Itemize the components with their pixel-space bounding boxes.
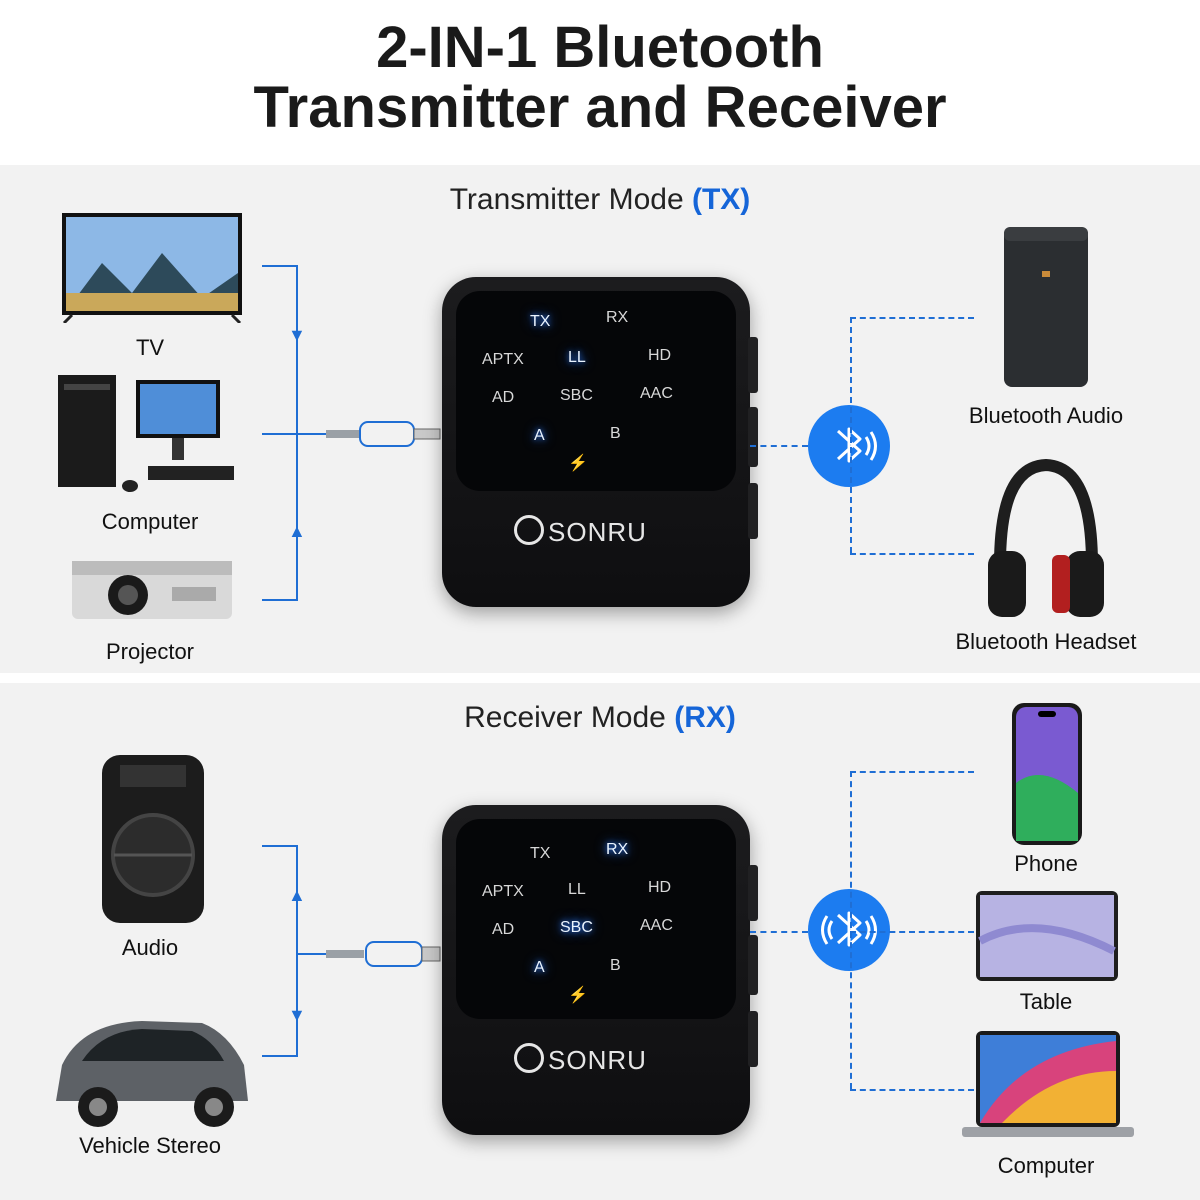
- title-line-2: Transmitter and Receiver: [253, 75, 947, 140]
- dash-to-laptop: [850, 1089, 974, 1091]
- ind-aac: AAC: [640, 385, 673, 402]
- dash-device-to-bt: [750, 445, 808, 447]
- brand-logo-icon: [514, 515, 544, 545]
- volume-down-button[interactable]: [748, 483, 758, 539]
- volume-up-button[interactable]: [748, 337, 758, 393]
- ind-rx: RX: [606, 309, 629, 326]
- headphones-icon: [986, 455, 1106, 625]
- ind-aptx: APTX: [482, 883, 524, 900]
- arrow-up-icon: ▲: [288, 521, 306, 541]
- party-speaker-icon: [94, 751, 212, 927]
- tx-mode-heading: Transmitter Mode (TX): [0, 183, 1200, 217]
- mode-button[interactable]: [748, 407, 758, 467]
- line-audio: [262, 845, 298, 847]
- ind-aac: AAC: [640, 917, 673, 934]
- ind-ll: LL: [568, 349, 586, 366]
- arrow-up-icon: ▲: [288, 885, 306, 905]
- aux-cable-icon: [326, 419, 444, 449]
- dash-vertical-tx: [850, 317, 852, 553]
- dash-device-to-bt: [750, 931, 808, 933]
- line-computer: [262, 433, 332, 435]
- volume-up-button[interactable]: [748, 865, 758, 921]
- rx-mode-text: Receiver Mode: [464, 701, 666, 734]
- target-label-audio: Audio: [121, 935, 179, 960]
- rx-mode-heading: Receiver Mode (RX): [0, 701, 1200, 735]
- line-vertical-rx: [296, 845, 298, 1057]
- rx-device-screen: TX RX APTX LL HD AD SBC AAC A B ⚡: [456, 819, 736, 1019]
- lightning-icon: ⚡: [568, 455, 588, 472]
- ind-hd: HD: [648, 879, 672, 896]
- source-label-projector: Projector: [105, 639, 195, 664]
- rx-mode-code: (RX): [674, 701, 736, 734]
- dash-to-phone: [850, 771, 974, 773]
- ind-ad: AD: [492, 921, 515, 938]
- ind-tx: TX: [530, 845, 551, 862]
- page-title: 2-IN-1 Bluetooth Transmitter and Receive…: [0, 18, 1200, 138]
- ind-rx: RX: [606, 841, 629, 858]
- bluetooth-icon: [808, 405, 890, 487]
- ind-ll: LL: [568, 881, 586, 898]
- input-label-phone: Phone: [1014, 851, 1078, 876]
- mode-button[interactable]: [748, 935, 758, 995]
- volume-down-button[interactable]: [748, 1011, 758, 1067]
- tx-device-screen: TX RX APTX LL HD AD SBC AAC A B ⚡: [456, 291, 736, 491]
- laptop-icon: [962, 1031, 1134, 1143]
- ind-b: B: [610, 957, 621, 974]
- ind-tx: TX: [530, 313, 551, 330]
- input-label-laptop: Computer: [997, 1153, 1095, 1178]
- input-label-tablet: Table: [1019, 989, 1073, 1014]
- ind-a: A: [534, 959, 545, 976]
- ind-sbc: SBC: [560, 919, 593, 936]
- smart-speaker-icon: [1004, 227, 1088, 387]
- output-label-speaker: Bluetooth Audio: [968, 403, 1124, 428]
- ind-hd: HD: [648, 347, 672, 364]
- aux-cable-icon: [326, 939, 444, 969]
- rx-device: TX RX APTX LL HD AD SBC AAC A B ⚡ SONRU: [442, 805, 758, 1135]
- source-label-tv: TV: [135, 335, 165, 360]
- projector-icon: [72, 557, 232, 627]
- car-icon: [52, 1013, 252, 1133]
- tx-mode-code: (TX): [691, 183, 751, 216]
- tablet-icon: [976, 891, 1118, 981]
- tv-icon: [62, 213, 242, 325]
- arrow-down-icon: ▼: [288, 1005, 306, 1025]
- computer-icon: [56, 370, 236, 500]
- brand-name: SONRU: [548, 1045, 647, 1075]
- line-projector: [262, 599, 298, 601]
- bluetooth-icon: [808, 889, 890, 971]
- target-label-vehicle: Vehicle Stereo: [79, 1133, 221, 1158]
- arrow-down-icon: ▼: [288, 325, 306, 345]
- line-tv: [262, 265, 298, 267]
- line-vehicle: [262, 1055, 298, 1057]
- ind-ad: AD: [492, 389, 515, 406]
- receiver-panel: Receiver Mode (RX) Audio Vehicle Stereo …: [0, 683, 1200, 1200]
- ind-aptx: APTX: [482, 351, 524, 368]
- tx-device: TX RX APTX LL HD AD SBC AAC A B ⚡ SONRU: [442, 277, 758, 607]
- line-cable-rx: [298, 953, 328, 955]
- dash-to-tablet: [850, 931, 974, 933]
- source-label-computer: Computer: [101, 509, 199, 534]
- brand-name: SONRU: [548, 517, 647, 547]
- brand-logo-icon: [514, 1043, 544, 1073]
- ind-a: A: [534, 427, 545, 444]
- transmitter-panel: Transmitter Mode (TX) TV Computer: [0, 165, 1200, 673]
- output-label-headset: Bluetooth Headset: [955, 629, 1137, 654]
- phone-icon: [1012, 703, 1082, 845]
- dash-to-speaker: [850, 317, 974, 319]
- ind-b: B: [610, 425, 621, 442]
- ind-sbc: SBC: [560, 387, 593, 404]
- title-line-1: 2-IN-1 Bluetooth: [376, 15, 824, 80]
- lightning-icon: ⚡: [568, 987, 588, 1004]
- dash-vertical-rx: [850, 771, 852, 1089]
- dash-to-headset: [850, 553, 974, 555]
- tx-mode-text: Transmitter Mode: [449, 183, 684, 216]
